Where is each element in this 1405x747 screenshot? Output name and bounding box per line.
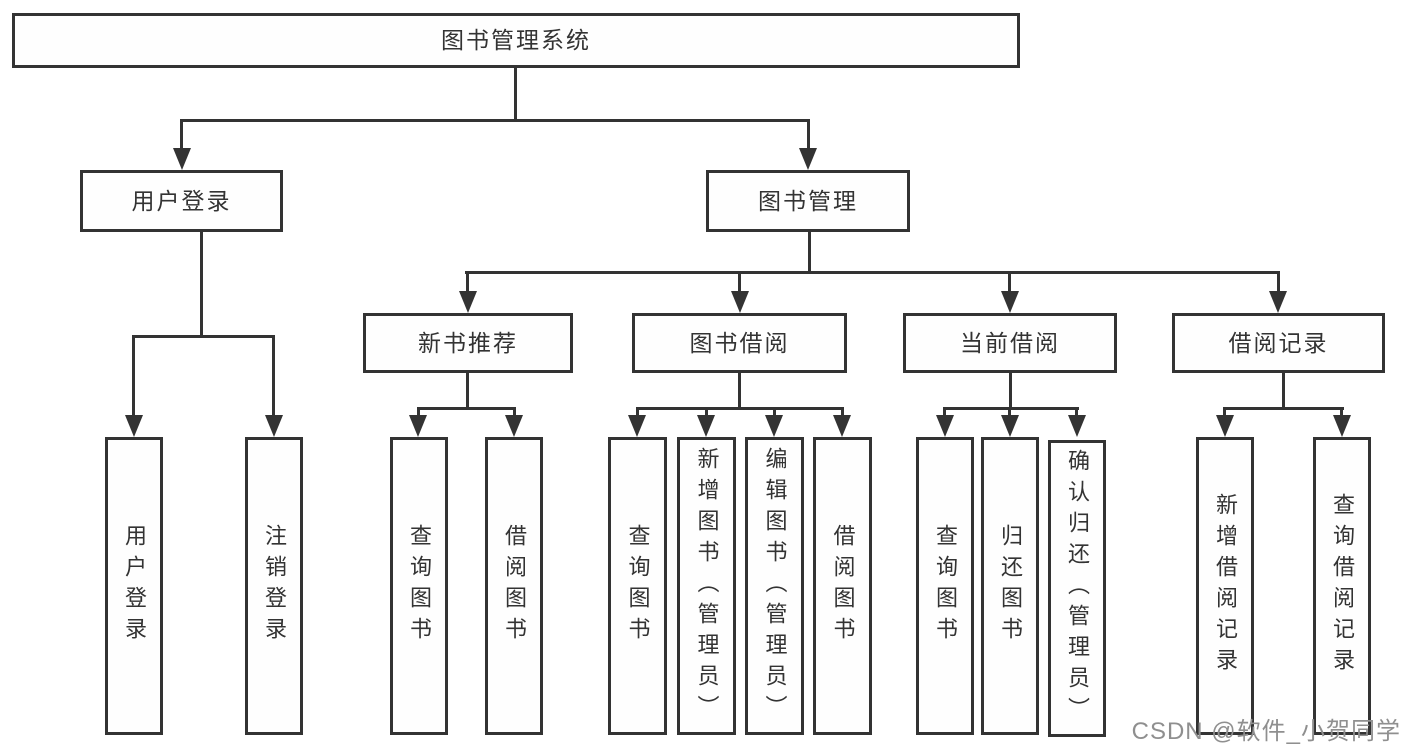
leaf-records-query-record: 查询借阅记录	[1313, 437, 1371, 735]
connector-line	[180, 119, 810, 122]
connector-line	[272, 335, 275, 417]
connector-line	[417, 407, 420, 417]
arrow-down-icon	[799, 148, 817, 170]
arrow-down-icon	[833, 415, 851, 437]
arrow-down-icon	[409, 415, 427, 437]
arrow-down-icon	[1001, 291, 1019, 313]
arrow-down-icon	[505, 415, 523, 437]
connector-line	[1282, 372, 1285, 410]
connector-line	[943, 407, 1079, 410]
connector-line	[200, 231, 203, 337]
node-user-login: 用户登录	[80, 170, 283, 232]
arrow-down-icon	[731, 291, 749, 313]
node-new-book-recommend: 新书推荐	[363, 313, 573, 373]
connector-line	[132, 335, 275, 338]
connector-line	[943, 407, 946, 417]
leaf-current-query-book: 查询图书	[916, 437, 974, 735]
arrow-down-icon	[1001, 415, 1019, 437]
leaf-current-confirm-return-admin: 确认归还（管理员）	[1048, 440, 1106, 737]
node-current-borrow: 当前借阅	[903, 313, 1117, 373]
arrow-down-icon	[1333, 415, 1351, 437]
connector-line	[1223, 407, 1226, 417]
leaf-borrow-borrow-book: 借阅图书	[813, 437, 872, 735]
leaf-newbooks-borrow-book: 借阅图书	[485, 437, 543, 735]
node-book-management: 图书管理	[706, 170, 910, 232]
arrow-down-icon	[1068, 415, 1086, 437]
arrow-down-icon	[1216, 415, 1234, 437]
leaf-borrow-add-book-admin: 新增图书（管理员）	[677, 437, 736, 735]
leaf-logout: 注销登录	[245, 437, 303, 735]
leaf-records-add-record: 新增借阅记录	[1196, 437, 1254, 735]
arrow-down-icon	[173, 148, 191, 170]
node-root: 图书管理系统	[12, 13, 1020, 68]
leaf-user-login: 用户登录	[105, 437, 163, 735]
connector-line	[1340, 407, 1343, 417]
connector-line	[808, 231, 811, 274]
connector-line	[1008, 271, 1011, 293]
arrow-down-icon	[125, 415, 143, 437]
csdn-watermark: CSDN @软件_小贺同学	[1131, 718, 1401, 745]
connector-line	[1075, 407, 1078, 417]
connector-line	[417, 407, 516, 410]
arrow-down-icon	[628, 415, 646, 437]
arrow-down-icon	[765, 415, 783, 437]
connector-line	[466, 372, 469, 410]
connector-line	[807, 119, 810, 150]
connector-line	[1223, 407, 1344, 410]
arrow-down-icon	[936, 415, 954, 437]
connector-line	[636, 407, 844, 410]
node-book-borrow: 图书借阅	[632, 313, 847, 373]
connector-line	[180, 119, 183, 150]
arrow-down-icon	[459, 291, 477, 313]
connector-line	[514, 66, 517, 122]
arrow-down-icon	[697, 415, 715, 437]
connector-line	[841, 407, 844, 417]
connector-line	[705, 407, 708, 417]
leaf-current-return-book: 归还图书	[981, 437, 1039, 735]
connector-line	[738, 372, 741, 410]
node-borrow-records: 借阅记录	[1172, 313, 1385, 373]
leaf-borrow-edit-book-admin: 编辑图书（管理员）	[745, 437, 804, 735]
connector-line	[773, 407, 776, 417]
connector-line	[636, 407, 639, 417]
leaf-borrow-query-book: 查询图书	[608, 437, 667, 735]
arrow-down-icon	[1269, 291, 1287, 313]
connector-line	[1277, 271, 1280, 293]
arrow-down-icon	[265, 415, 283, 437]
connector-line	[1008, 407, 1011, 417]
connector-line	[513, 407, 516, 417]
connector-line	[132, 335, 135, 417]
leaf-newbooks-query-book: 查询图书	[390, 437, 448, 735]
connector-line	[1009, 372, 1012, 410]
connector-line	[466, 271, 469, 293]
connector-line	[738, 271, 741, 293]
connector-line	[465, 271, 1280, 274]
